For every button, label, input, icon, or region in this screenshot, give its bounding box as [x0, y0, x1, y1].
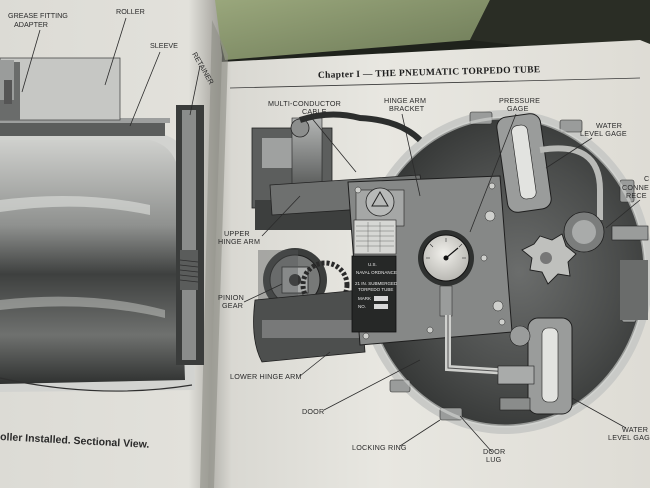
label-adapter: ADAPTER — [14, 20, 48, 29]
nameplate — [351, 255, 397, 333]
right-leaders — [243, 113, 641, 453]
label-gage: GAGE — [507, 104, 529, 113]
label-hinge-arm: HINGE ARM — [384, 96, 426, 105]
nameplate-line6: NO. — [358, 304, 366, 309]
label-water-top: WATER — [596, 121, 622, 130]
label-door-lug-2: LUG — [486, 455, 502, 464]
label-sleeve: SLEEVE — [150, 41, 178, 50]
label-conn-1: C — [644, 174, 649, 183]
label-locking-ring: LOCKING RING — [352, 443, 407, 452]
nameplate-line1: U.S. — [368, 262, 377, 267]
header-rule — [229, 77, 641, 89]
label-lower-hinge-arm: LOWER HINGE ARM — [230, 372, 302, 381]
torpedo-tube-illustration: U.S. NAVAL ORDNANCE 21 IN. SUBMERGED TOR… — [251, 110, 650, 434]
label-cable: CABLE — [302, 107, 327, 116]
label-level-gage-top: LEVEL GAGE — [580, 129, 627, 138]
nameplate-line2: NAVAL ORDNANCE — [356, 270, 397, 275]
spine-shadow — [200, 20, 228, 488]
label-pressure: PRESSURE — [499, 96, 540, 105]
label-hinge-arm-upper: HINGE ARM — [218, 237, 260, 246]
label-upper: UPPER — [224, 229, 250, 238]
label-door: DOOR — [302, 407, 324, 416]
label-pinion: PINION — [218, 293, 244, 302]
nameplate-line3: 21 IN. SUBMERGED — [355, 281, 398, 286]
label-water-bottom: WATER — [622, 425, 648, 434]
left-leaders — [21, 17, 201, 127]
label-roller: ROLLER — [116, 7, 145, 16]
nameplate-line4: TORPEDO TUBE — [358, 287, 393, 292]
label-grease-fitting: GREASE FITTING — [8, 11, 68, 20]
label-bracket: BRACKET — [389, 104, 425, 113]
label-conn-3: RECE — [626, 191, 647, 200]
green-surface — [210, 0, 490, 60]
label-level-gage-bottom: LEVEL GAG — [608, 433, 650, 442]
nameplate-line5: MARK — [358, 296, 371, 301]
label-door-lug-1: DOOR — [483, 447, 505, 456]
left-illustration — [0, 57, 204, 392]
label-gear: GEAR — [222, 301, 243, 310]
label-multi-conductor: MULTI-CONDUCTOR — [268, 99, 341, 108]
label-conn-2: CONNE — [622, 183, 649, 192]
